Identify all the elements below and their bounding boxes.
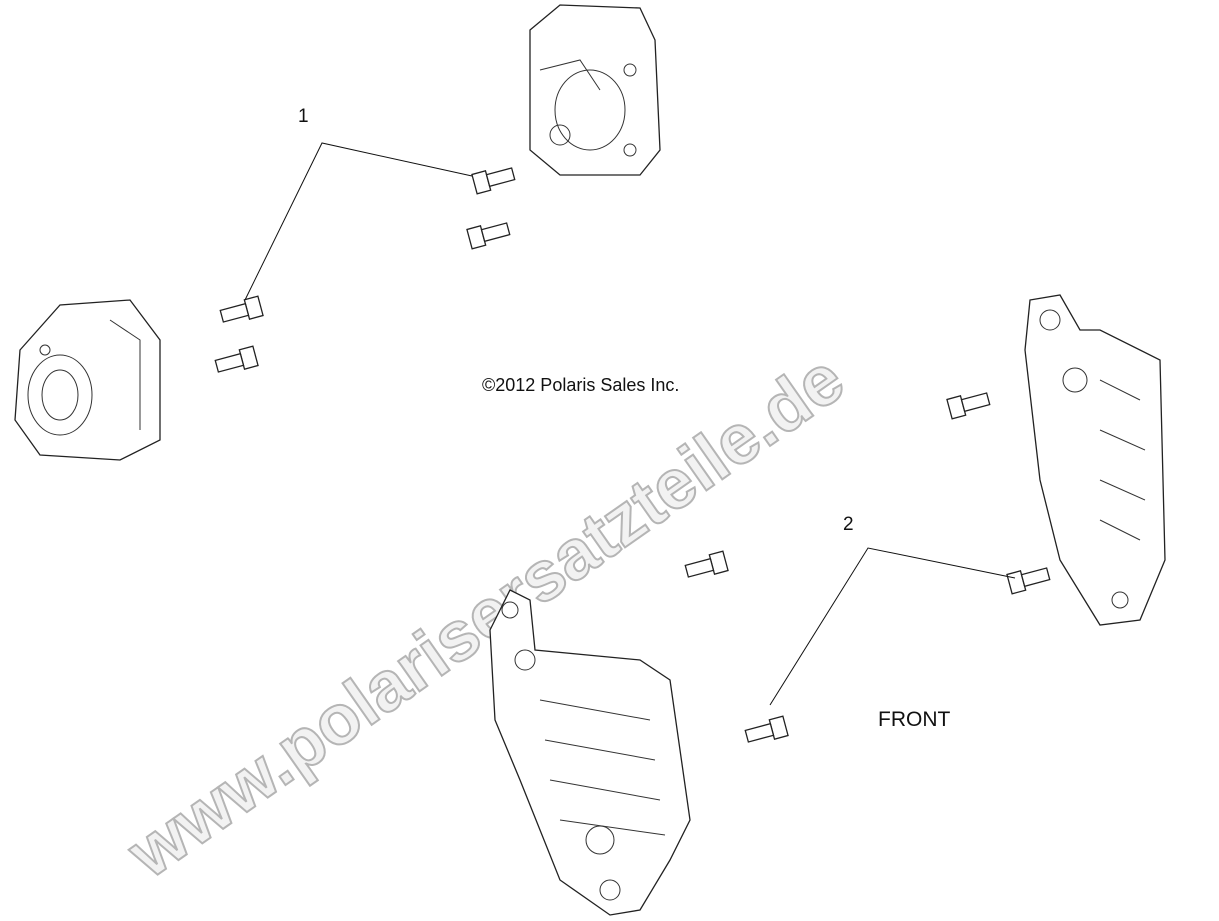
bolt xyxy=(471,167,516,195)
front-label: FRONT xyxy=(878,708,950,731)
bolt xyxy=(684,550,729,578)
bolts xyxy=(214,167,1051,743)
bolt xyxy=(214,345,259,373)
bolt xyxy=(1006,567,1051,595)
caliper-top xyxy=(529,4,661,176)
bolt xyxy=(744,715,789,743)
caliper-left xyxy=(14,299,161,461)
caliper-bottom xyxy=(489,589,691,916)
leader-line xyxy=(769,547,1016,706)
copyright-text: ©2012 Polaris Sales Inc. xyxy=(482,375,679,395)
callout-label: 1 xyxy=(298,106,309,127)
bolt xyxy=(466,222,511,250)
callout-1: 1 xyxy=(244,106,473,301)
callout-2: 2 xyxy=(769,514,1016,706)
bolt xyxy=(946,392,991,420)
bolt xyxy=(219,295,264,323)
callout-label: 2 xyxy=(843,514,854,535)
caliper-right xyxy=(1024,294,1166,626)
watermark: www.polarisersatzteile.de xyxy=(113,339,858,893)
leader-line xyxy=(244,142,473,301)
